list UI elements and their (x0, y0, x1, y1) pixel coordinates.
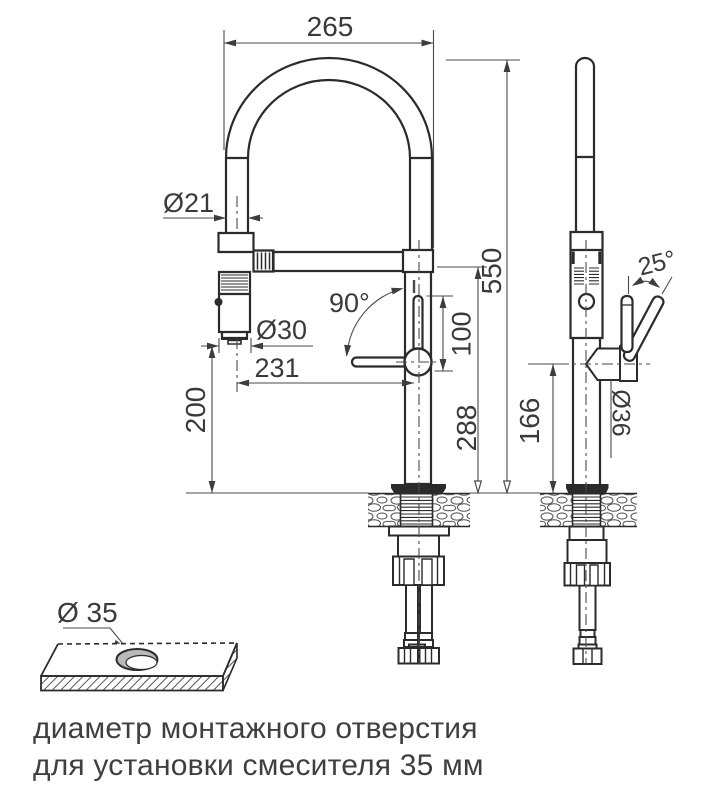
mounting-hole-diagram: Ø 35 (40, 597, 238, 692)
side-head-ribs (574, 267, 599, 285)
caption-line-2: для установки смесителя 35 мм (33, 749, 484, 782)
base-flange-side (566, 484, 609, 495)
shank-threads-front (401, 496, 432, 525)
spout-arch (224, 56, 434, 250)
mount-hardware-details-side (569, 563, 606, 664)
spray-head-tip (227, 339, 242, 345)
dim-spout-height: 288 (451, 405, 482, 452)
side-head-corner-marks (571, 251, 602, 264)
spout-arm-and-body (217, 231, 435, 486)
spray-button (214, 298, 223, 306)
caption: диаметр монтажного отверстия для установ… (33, 710, 484, 784)
mounting-hole-bottom (125, 654, 158, 671)
dim-body-diameter: Ø36 (606, 389, 634, 436)
open-arrowheads (473, 480, 512, 495)
dim-spout-width: 265 (307, 11, 354, 42)
side-tube (574, 56, 596, 232)
dim-spray-clearance: 200 (180, 387, 211, 434)
spray-head-ribs (221, 274, 248, 291)
dim-handle-tilt: 25° (635, 245, 678, 281)
counter-slab-back-edge (57, 642, 238, 645)
centerlines (236, 196, 650, 664)
dim-total-height: 550 (476, 248, 507, 295)
dim-handle-height: 166 (514, 398, 545, 445)
counter-slab-front-face (40, 675, 224, 692)
shank-sides-front (399, 493, 434, 527)
dimensions (63, 30, 673, 649)
side-lever-vertical (620, 294, 634, 354)
mount-hardware-side (563, 525, 611, 665)
dock-ribs (256, 252, 271, 270)
dim-spray-head-diameter: Ø30 (256, 315, 307, 345)
caption-line-1: диаметр монтажного отверстия (33, 712, 478, 745)
shank-sides-side (571, 493, 602, 527)
dim-lever-length: 100 (446, 311, 476, 356)
side-lever-tilted (622, 295, 665, 362)
counter-slab-side-face (222, 642, 238, 691)
dimension-labels: 265 Ø21 Ø30 231 90° 100 288 550 200 166 … (163, 11, 679, 451)
dim-spout-reach: 231 (254, 353, 299, 383)
handle-lever-vertical (412, 294, 424, 355)
shank-front (400, 493, 433, 527)
dim-handle-arc: 90° (329, 288, 370, 318)
spray-head (217, 270, 252, 340)
dim-hole-diameter: Ø 35 (57, 597, 118, 628)
front-view (214, 56, 470, 665)
dim-hose-diameter: Ø21 (163, 188, 214, 218)
side-view (540, 56, 665, 665)
mount-hardware-details-front (398, 556, 439, 664)
